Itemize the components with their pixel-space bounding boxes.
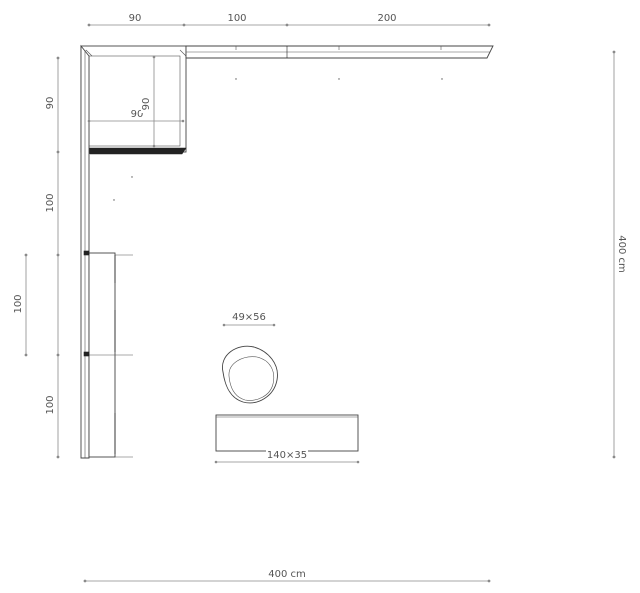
top-dimension-chain: 90 100 200 (87, 12, 491, 27)
bottom-tick-right (487, 579, 491, 583)
far-left-label-bg (11, 291, 23, 317)
lower-cabinet-joint (83, 351, 90, 357)
table-tick-right (356, 460, 360, 464)
inner-h-tick-right (181, 119, 185, 123)
top-label-2-bg (224, 12, 250, 24)
top-shelf-dot-3 (441, 78, 443, 80)
total-width-label: 400 cm (268, 569, 306, 580)
stool (222, 345, 278, 404)
inner-h-tick-left (87, 119, 91, 123)
table-tick-left (214, 460, 218, 464)
corner-bevel-right (179, 49, 187, 57)
inner-v-tick-top (152, 55, 156, 59)
top-tick-1 (87, 23, 91, 27)
left-shelf-dot-1 (131, 176, 133, 178)
top-shelf-dot-1 (235, 78, 237, 80)
corner-bevel (85, 49, 93, 57)
table-dim-label: 140×35 (267, 450, 307, 461)
left-label-2-bg (43, 190, 55, 216)
inner-v-tick-bottom (152, 144, 156, 148)
left-dim-label-2: 100 (45, 193, 56, 212)
right-label-bg (615, 232, 629, 276)
bottom-tick-left (83, 579, 87, 583)
right-tick-bottom (612, 455, 616, 459)
stool-dim-label: 49×56 (232, 312, 266, 323)
top-tick-4 (487, 23, 491, 27)
low-table-outline (215, 414, 359, 452)
left-shelf-dot-2 (113, 199, 115, 201)
right-tick-top (612, 50, 616, 54)
top-label-3-bg (374, 12, 400, 24)
top-label-1-bg (124, 12, 146, 24)
inner-dimensions: 90 90 (87, 55, 185, 148)
stool-dimension: 49×56 (222, 312, 276, 327)
left-label-4-bg (43, 392, 55, 418)
lower-cabinet-joint-top (83, 250, 90, 256)
top-dim-label-2: 100 (227, 13, 246, 24)
stool-seat (228, 356, 275, 401)
corner-shelf-edge (85, 147, 187, 155)
far-left-tick-1 (24, 253, 28, 257)
far-left-dimension: 100 (11, 253, 28, 357)
far-left-tick-2 (24, 353, 28, 357)
left-tick-1 (56, 56, 60, 60)
inner-h-label-bg (128, 108, 146, 119)
left-dim-label-4: 100 (45, 395, 56, 414)
left-label-1-bg (43, 92, 55, 114)
low-table (215, 414, 359, 452)
table-dimension: 140×35 (214, 449, 360, 464)
stool-tick-right (272, 323, 276, 327)
right-overall-dimension: 400 cm (612, 50, 629, 459)
table-label-bg (266, 449, 308, 461)
bottom-label-bg (266, 567, 308, 579)
top-dim-label-3: 200 (377, 13, 396, 24)
left-dim-label-3: 100 (13, 294, 24, 313)
total-height-label: 400 cm (616, 235, 627, 273)
top-shelf-dot-2 (338, 78, 340, 80)
inner-h-label: 90 (131, 109, 144, 120)
left-tick-5 (56, 455, 60, 459)
top-tick-3 (285, 23, 289, 27)
inner-v-label: 90 (141, 98, 152, 111)
left-dim-label-1: 90 (45, 97, 56, 110)
left-tick-2 (56, 150, 60, 154)
bottom-overall-dimension: 400 cm (83, 567, 491, 583)
left-tick-3 (56, 253, 60, 257)
left-tick-4 (56, 353, 60, 357)
stool-outline (222, 345, 278, 404)
left-dimension-chain: 90 100 100 (43, 56, 60, 459)
corner-cabinet-outer (80, 45, 187, 153)
inner-v-label-bg (141, 95, 152, 113)
top-dim-label-1: 90 (129, 13, 142, 24)
stool-tick-left (222, 323, 226, 327)
top-tick-2 (182, 23, 186, 27)
shelving-system (80, 44, 494, 459)
